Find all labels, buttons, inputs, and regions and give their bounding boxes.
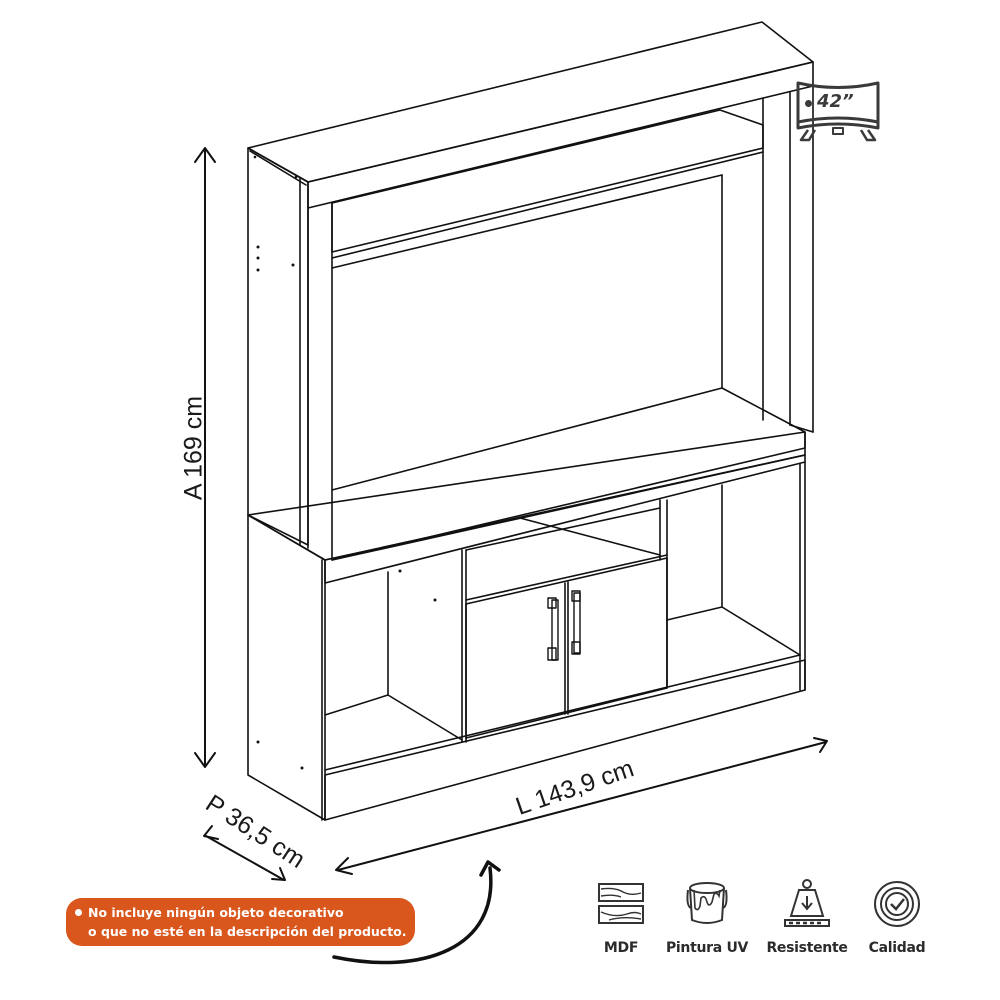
mdf-wood-planks-icon (598, 883, 644, 924)
notice-line-1: No incluye ningún objeto decorativo (88, 905, 344, 920)
notice-banner: No incluye ningún objeto decorativo o qu… (66, 898, 415, 946)
quality-seal-icon (874, 881, 920, 927)
feature-label: Resistente (766, 940, 848, 956)
feature-label: Calidad (868, 940, 926, 956)
feature-label: Pintura UV (665, 940, 749, 956)
feature-resistente: Resistente (757, 878, 857, 968)
feature-mdf: MDF (585, 878, 657, 968)
feature-pintura-uv: Pintura UV (657, 878, 757, 968)
tv-size-label: 42” (817, 91, 854, 112)
bullet-dot-icon (805, 100, 812, 107)
door-handles (547, 590, 581, 661)
dimension-arrows (194, 147, 828, 881)
hardware-dots (253, 155, 437, 770)
lower-cabinet (247, 431, 806, 821)
feature-label: MDF (603, 940, 639, 956)
weight-load-icon (784, 879, 830, 927)
feature-list: MDF Pintura UV Resistente Calidad (585, 878, 945, 968)
paint-bucket-icon (686, 882, 728, 924)
height-dimension-label: A 169 cm (179, 395, 208, 501)
bullet-dot-icon (75, 909, 82, 916)
upper-hutch (247, 21, 814, 561)
curved-pointer-arrow (332, 866, 493, 965)
notice-line-2: o que no esté en la descripción del prod… (88, 924, 407, 939)
tv-size-badge: 42” (793, 78, 883, 150)
curved-tv-icon (796, 81, 880, 142)
feature-calidad: Calidad (857, 878, 937, 968)
